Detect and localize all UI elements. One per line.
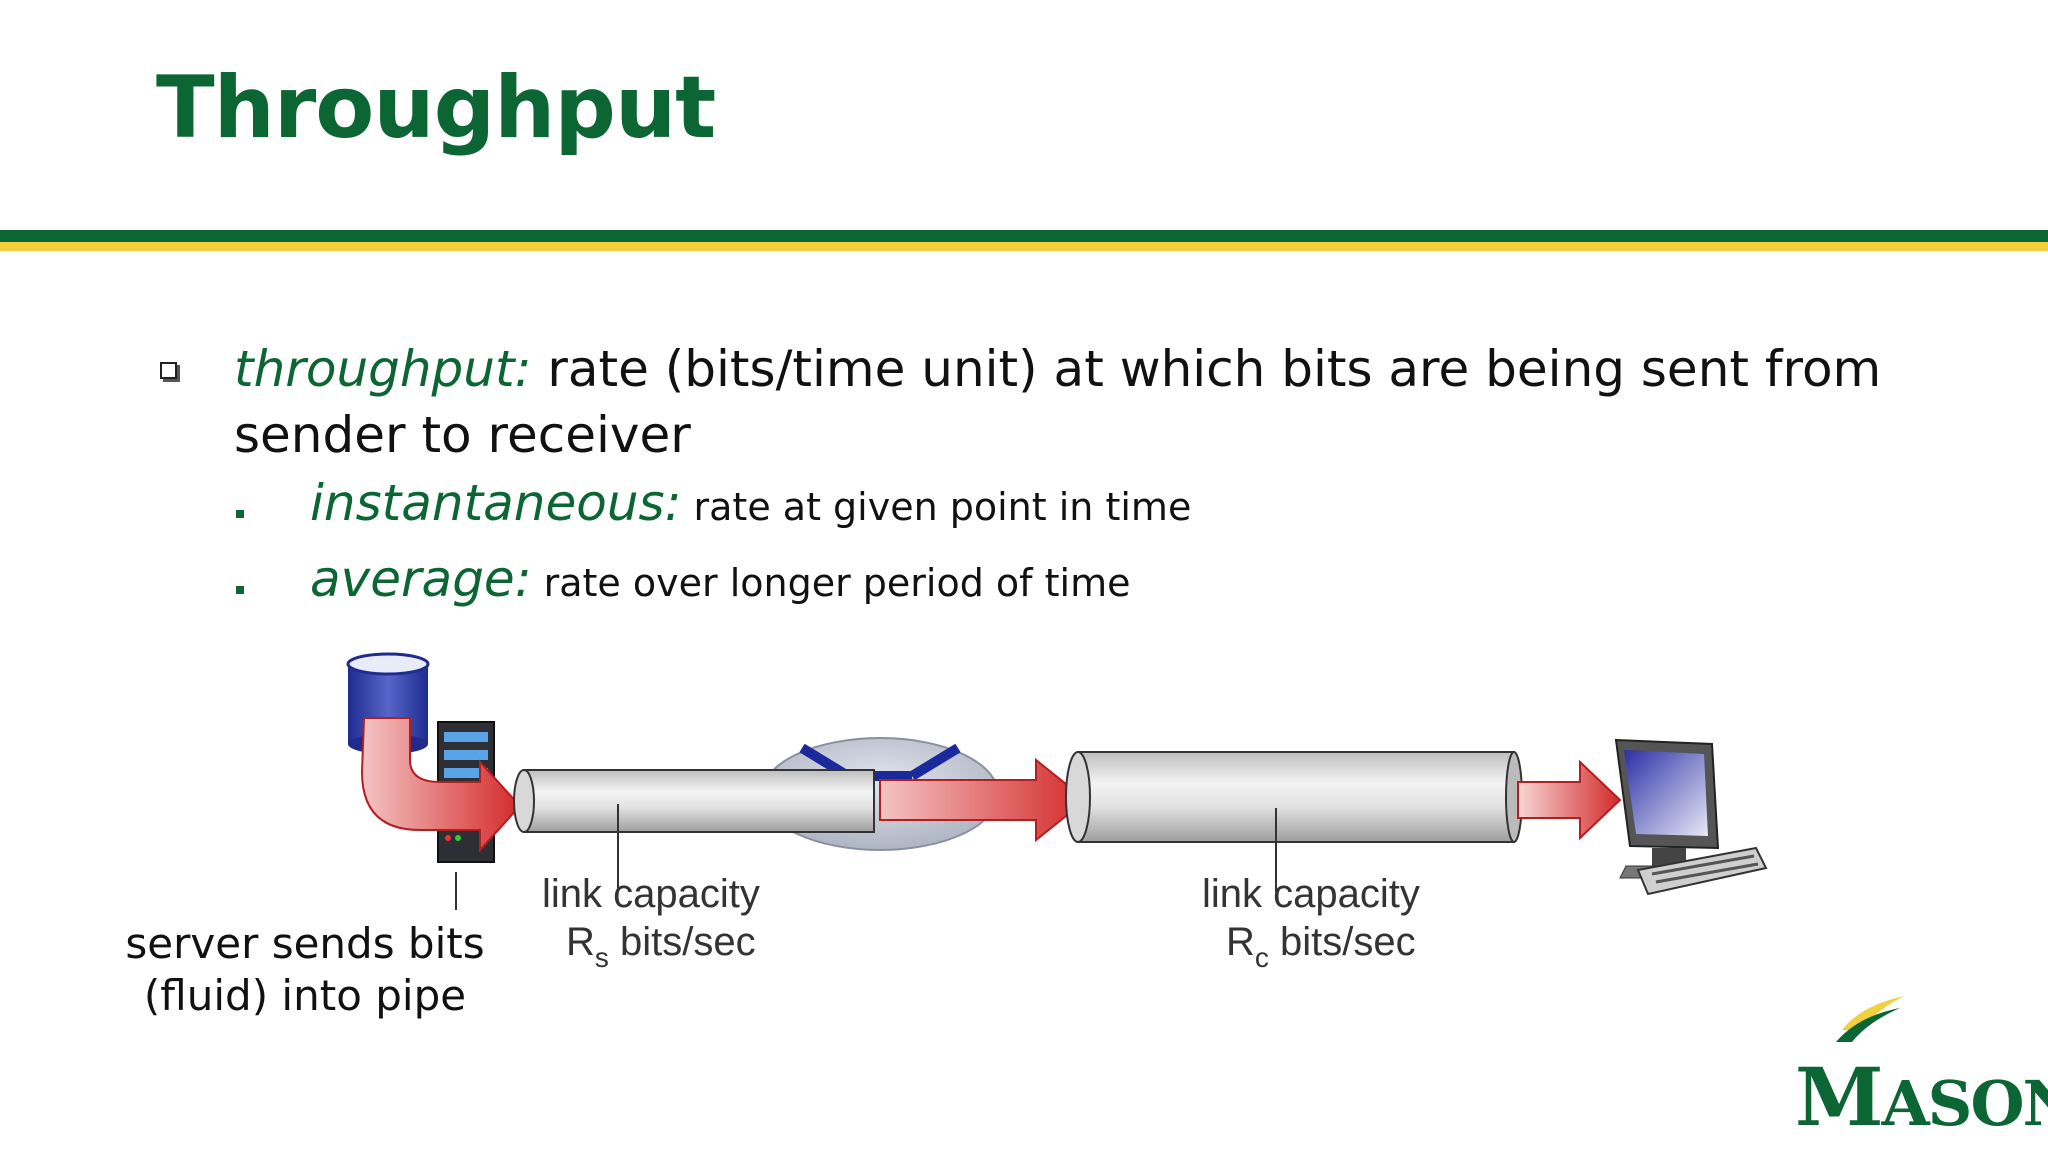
server-caption: server sends bits (fluid) into pipe	[110, 918, 500, 1022]
logo-rest: ASON	[1881, 1067, 2048, 1140]
link1-rate-sub: s	[594, 942, 609, 973]
sub-bullet-instantaneous-text: rate at given point in time	[681, 485, 1192, 529]
title-rule-green	[0, 230, 2048, 242]
sub-bullet-instantaneous: instantaneous: rate at given point in ti…	[310, 474, 1191, 532]
caption-line-2: (fluid) into pipe	[143, 971, 467, 1020]
sub-bullet-average-text: rate over longer period of time	[531, 561, 1131, 605]
link1-rate-label: Rs bits/sec	[566, 920, 756, 974]
link1-rate-symbol: R	[566, 920, 595, 964]
link1-rate-unit: bits/sec	[608, 920, 756, 964]
logo-first-letter: M	[1795, 1050, 1884, 1144]
square-bullet-icon	[236, 586, 244, 594]
flow-arrow-middle	[879, 757, 1088, 843]
link2-rate-sub: c	[1254, 942, 1269, 973]
term-instantaneous: instantaneous:	[310, 474, 682, 532]
term-average: average:	[310, 550, 532, 608]
link2-rate-label: Rc bits/sec	[1226, 920, 1416, 974]
mason-logo-swoosh-icon	[1836, 996, 1904, 1042]
title-rule-gold	[0, 242, 2048, 251]
bullet-throughput: throughput: rate (bits/time unit) at whi…	[234, 336, 1914, 468]
caption-line-1: server sends bits	[125, 919, 485, 968]
link2-rate-symbol: R	[1226, 920, 1255, 964]
hollow-square-bullet-icon	[160, 362, 177, 379]
flow-arrow-curved	[360, 717, 522, 853]
link2-capacity-label: link capacity	[1202, 872, 1420, 916]
term-throughput: throughput:	[234, 340, 532, 398]
link1-capacity-label: link capacity	[542, 872, 760, 916]
mason-logo: MASON	[1795, 1050, 2048, 1144]
bullet-throughput-text: rate (bits/time unit) at which bits are …	[234, 340, 1882, 464]
sub-bullet-average: average: rate over longer period of time	[310, 550, 1131, 608]
slide-title: Throughput	[156, 58, 716, 158]
square-bullet-icon	[236, 510, 244, 518]
pipe-rs	[513, 769, 875, 833]
link2-rate-unit: bits/sec	[1268, 920, 1416, 964]
desktop-computer-icon	[1614, 738, 1768, 896]
pipe-rc	[1065, 751, 1523, 843]
flow-arrow-right	[1517, 759, 1622, 841]
